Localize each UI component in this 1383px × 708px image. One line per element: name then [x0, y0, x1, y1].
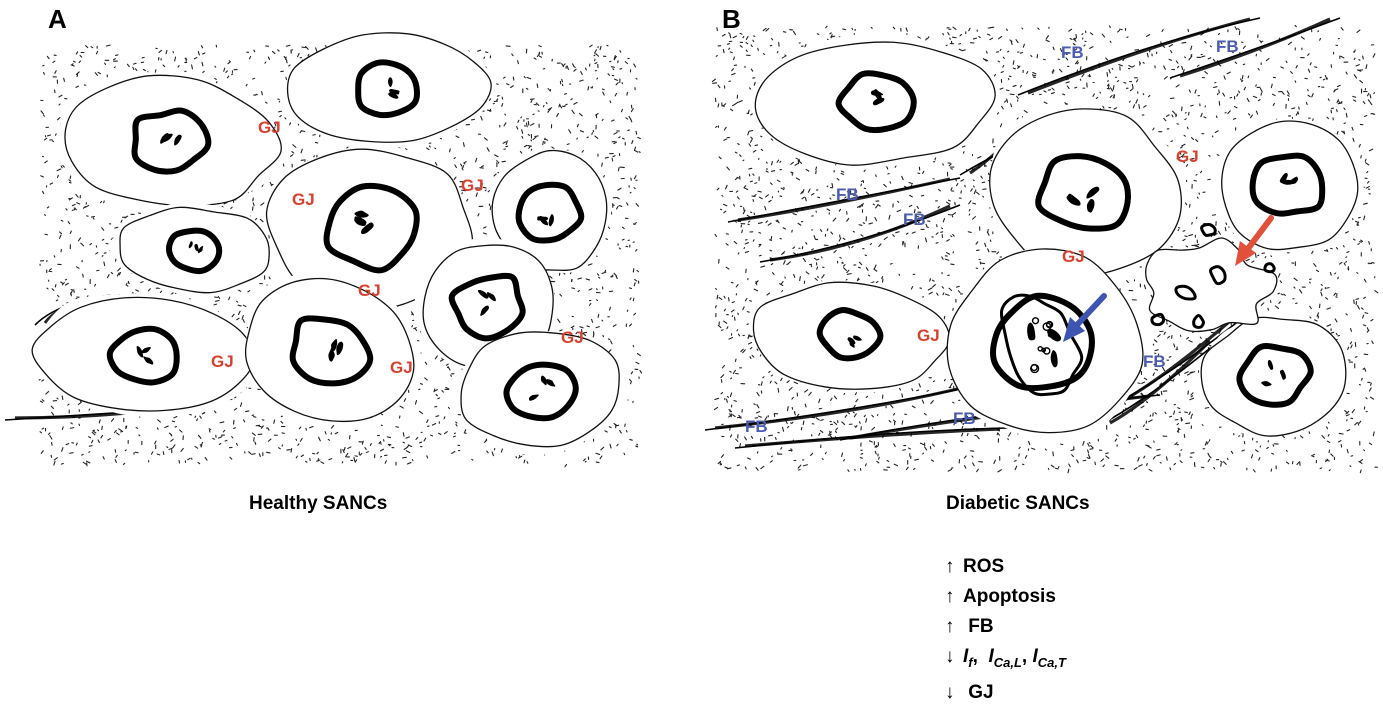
separator: , [1022, 646, 1033, 667]
fb-label: FB [1061, 43, 1084, 62]
current-ical-sub: Ca,L [994, 655, 1022, 670]
fb-label: FB [903, 210, 926, 229]
gj-label: GJ [292, 190, 315, 209]
gj-label: GJ [1176, 147, 1199, 166]
down-arrow-icon: ↓ [945, 642, 963, 672]
up-arrow-icon: ↑ [945, 582, 963, 612]
gj-label: GJ [461, 176, 484, 195]
up-arrow-icon: ↑ [945, 552, 963, 582]
fb-label: FB [745, 417, 768, 436]
gj-label: GJ [390, 358, 413, 377]
gj-label: GJ [211, 352, 234, 371]
effect-ros: ↑ROS [945, 552, 1066, 582]
gj-label: GJ [258, 118, 281, 137]
current-icat-sub: Ca,T [1038, 655, 1066, 670]
fb-label: FB [1216, 37, 1239, 56]
up-arrow-icon: ↑ [945, 612, 963, 642]
effect-fb-text: FB [963, 616, 994, 637]
gj-label: GJ [917, 326, 940, 345]
effect-fb: ↑ FB [945, 612, 1066, 642]
effect-apoptosis-text: Apoptosis [963, 586, 1056, 607]
fb-label: FB [1143, 352, 1166, 371]
gj-label: GJ [358, 281, 381, 300]
cell [1213, 119, 1364, 252]
diabetic-effects-list: ↑ROS ↑Apoptosis ↑ FB ↓If, ICa,L, ICa,T ↓… [945, 552, 1066, 708]
separator: , [973, 646, 989, 667]
panel-a-caption: Healthy SANCs [249, 493, 387, 515]
cell [61, 72, 282, 213]
cell [279, 27, 496, 147]
effect-gj: ↓ GJ [945, 678, 1066, 708]
down-arrow-icon: ↓ [945, 678, 963, 708]
effect-apoptosis: ↑Apoptosis [945, 582, 1066, 612]
gj-label: GJ [561, 328, 584, 347]
effect-currents: ↓If, ICa,L, ICa,T [945, 642, 1066, 678]
panel-b-caption: Diabetic SANCs [946, 493, 1090, 515]
cell [109, 203, 277, 297]
effect-ros-text: ROS [963, 556, 1004, 577]
effect-gj-text: GJ [963, 682, 994, 703]
fb-label: FB [836, 185, 859, 204]
gj-label: GJ [1062, 247, 1085, 266]
fb-label: FB [953, 409, 976, 428]
cell [751, 33, 997, 166]
